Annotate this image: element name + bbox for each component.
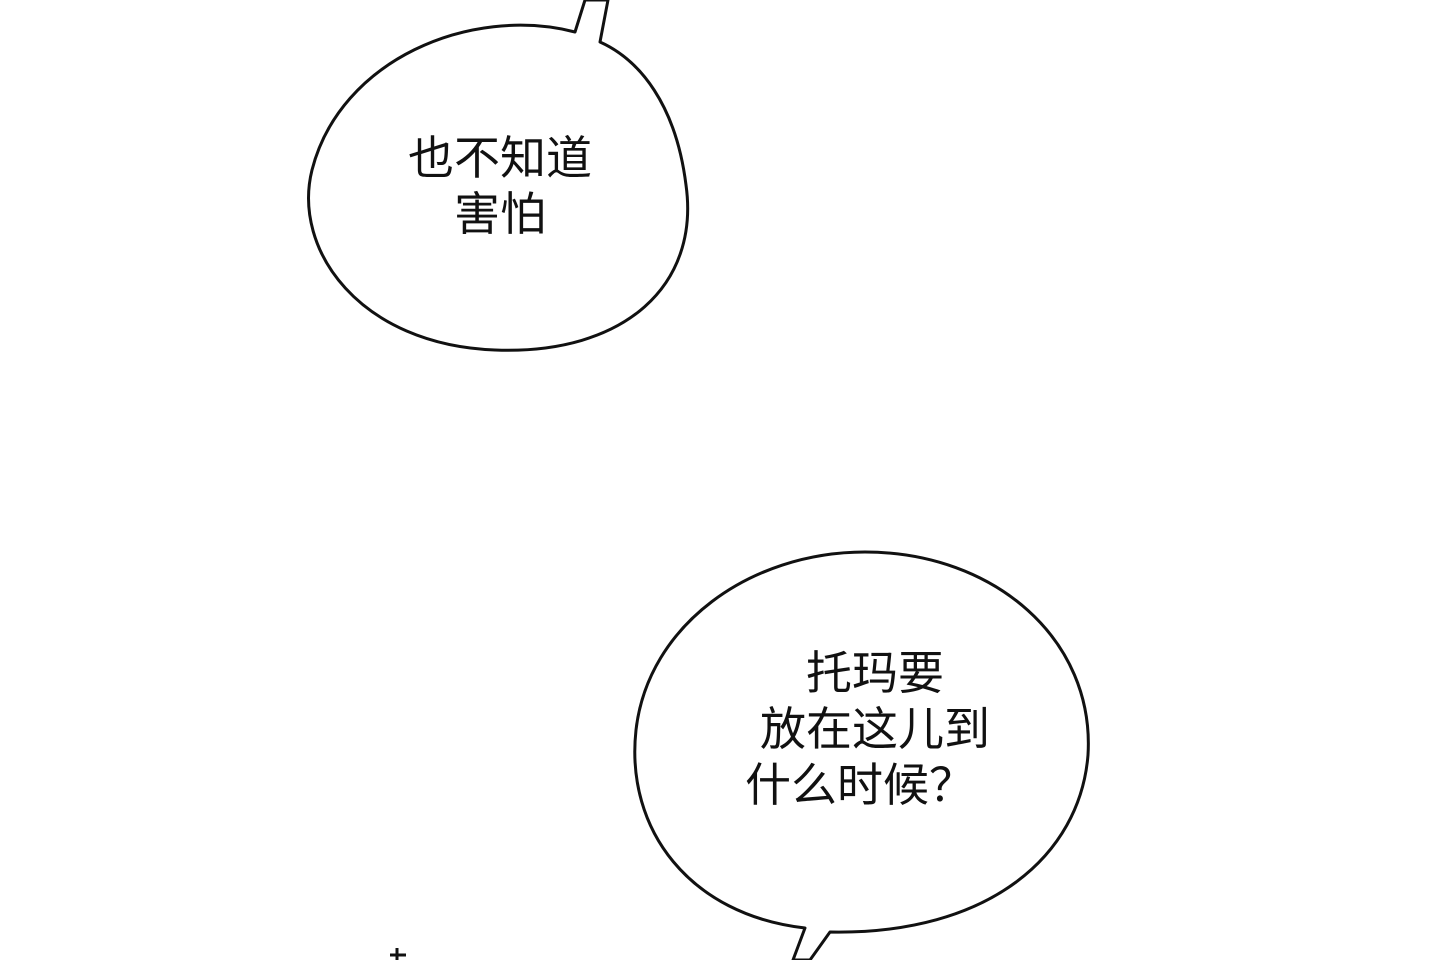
speech-bubble-2-text: 托玛要 放在这儿到 什么时候？	[680, 645, 1070, 813]
speech-line: 也不知道	[408, 131, 592, 185]
speech-bubble-2	[633, 550, 1090, 960]
cut-off-stroke	[390, 948, 406, 960]
speech-bubble-1-outline	[307, 0, 690, 352]
speech-bubble-1-text: 也不知道 害怕	[330, 130, 670, 242]
speech-bubble-1	[307, 0, 690, 352]
speech-line: 放在这儿到	[760, 702, 990, 757]
speech-line: 托玛要	[806, 646, 944, 700]
speech-bubble-2-outline	[633, 550, 1090, 960]
speech-line: 害怕	[454, 187, 546, 242]
speech-line: 什么时候？	[745, 758, 975, 813]
